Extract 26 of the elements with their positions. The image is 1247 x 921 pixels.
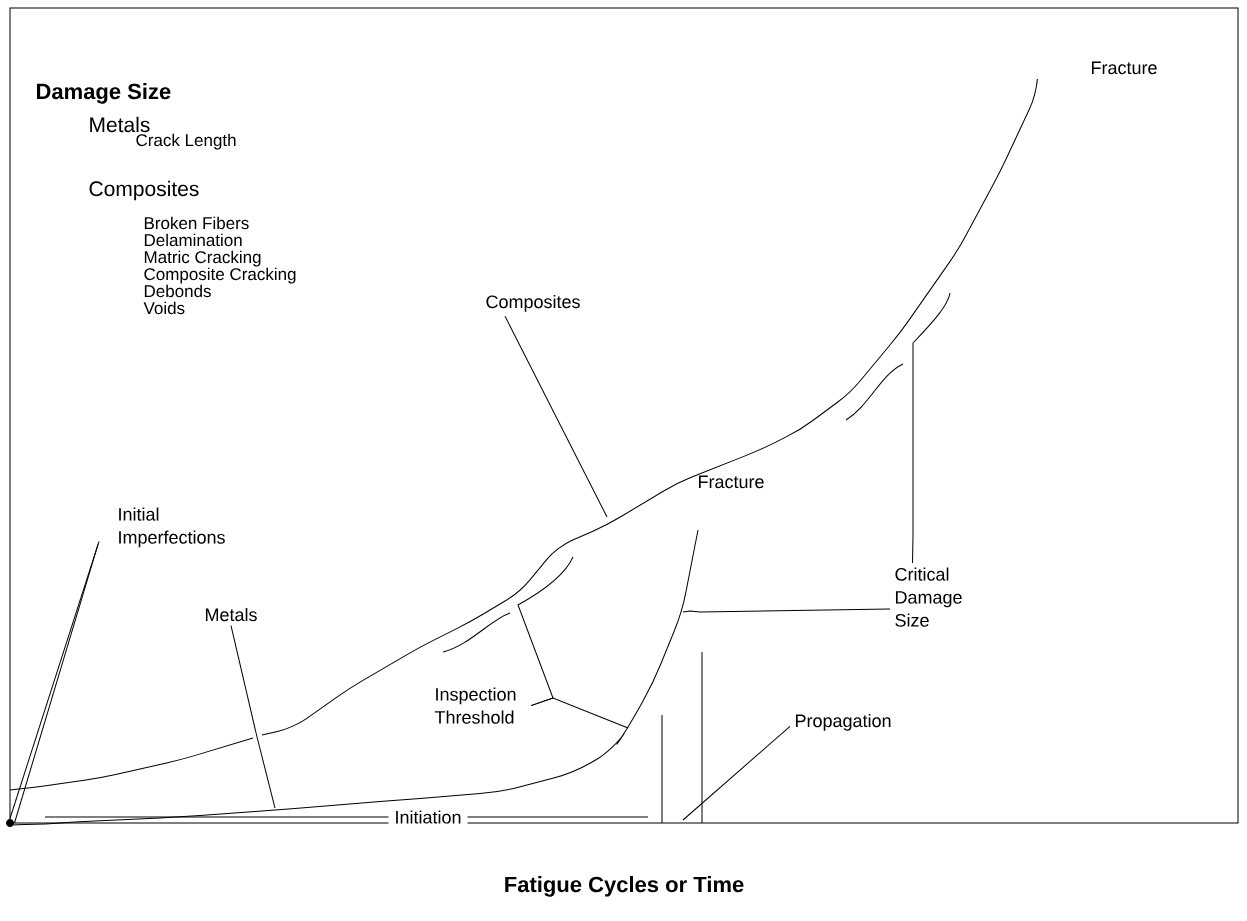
category-item: Crack Length bbox=[136, 133, 236, 150]
leader-line bbox=[504, 315, 608, 518]
leader-line bbox=[682, 725, 791, 821]
category-item: Broken Fibers bbox=[144, 216, 249, 230]
callout-text: Metals bbox=[206, 607, 257, 622]
curve-label: Fracture bbox=[1092, 61, 1157, 75]
axis-label: Fatigue Cycles or Time bbox=[505, 876, 744, 897]
leader-line bbox=[530, 697, 629, 729]
category-item: Composite Cracking bbox=[144, 267, 296, 284]
leader-line bbox=[682, 608, 891, 613]
callout-text: Composites bbox=[486, 294, 580, 312]
leader-line bbox=[230, 625, 276, 809]
callout-text: Critical Damage Size bbox=[895, 567, 962, 627]
category-item: Matric Cracking bbox=[144, 250, 261, 267]
axis-label: Damage Size bbox=[37, 83, 171, 104]
callout-text: Propagation bbox=[796, 713, 891, 731]
callout-text: Inspection Threshold bbox=[434, 687, 516, 724]
category-heading: Metals bbox=[90, 116, 150, 133]
callout-text: Initial Imperfections bbox=[119, 507, 225, 548]
category-item: Voids bbox=[143, 301, 185, 315]
leader-line bbox=[912, 292, 951, 564]
curve-label: Fracture bbox=[699, 475, 764, 489]
category-item: Debonds bbox=[144, 284, 211, 298]
category-heading: Composites bbox=[89, 180, 199, 201]
dimension-label: Initiation bbox=[388, 804, 468, 830]
category-item: Delamination bbox=[144, 233, 242, 247]
